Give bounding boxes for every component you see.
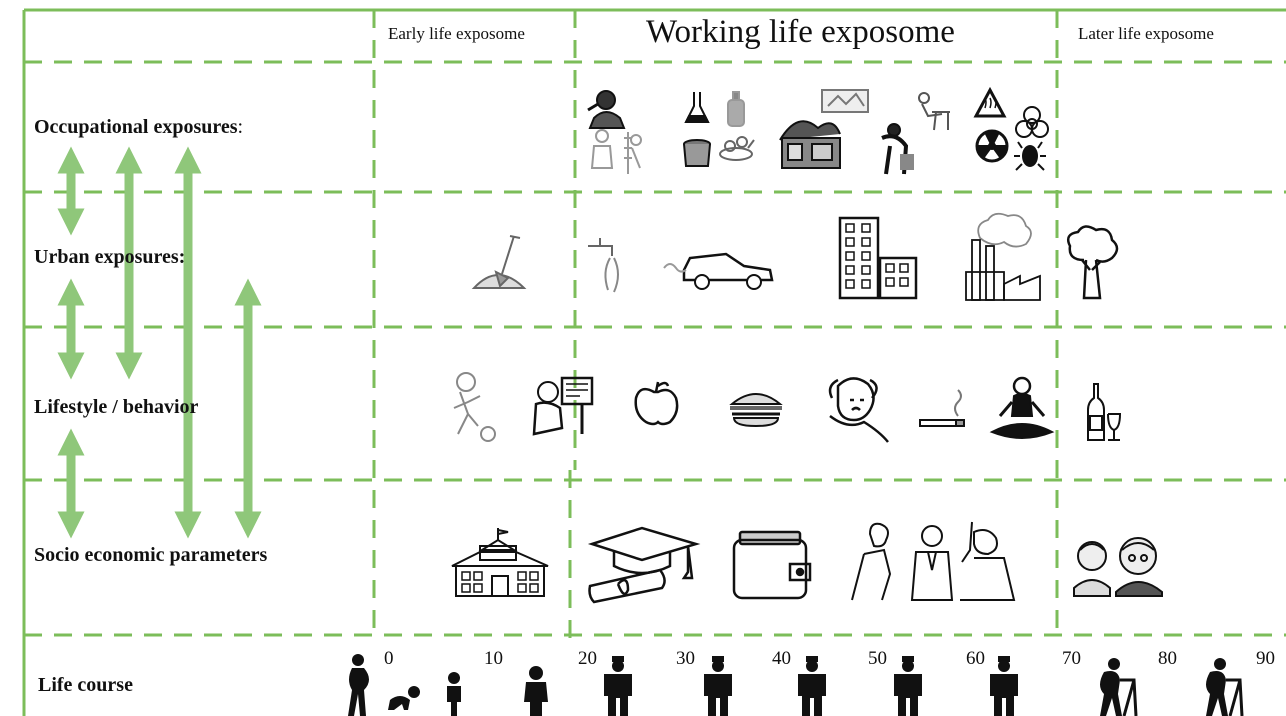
cigarette-icon: [919, 389, 965, 427]
biohazard-icon: [1015, 106, 1049, 138]
occupational-title: Occupational exposures: [34, 116, 238, 138]
early-life-heading: Early life exposome: [388, 24, 525, 43]
elderly-couple-icon: [1073, 537, 1163, 597]
relationship-arrows: [57, 146, 262, 539]
grid-border: [22, 8, 1286, 716]
toddler-figure: [447, 672, 461, 716]
grid-row-dividers: [24, 60, 1286, 637]
lifting-box-worker-icon: [881, 123, 914, 175]
row-label-lifestyle: Lifestyle / behavior: [34, 396, 199, 418]
grid-column-dividers: [372, 10, 1059, 640]
crawling-baby-figure: [388, 686, 420, 710]
age-label: 90: [1256, 648, 1275, 669]
age-label: 40: [772, 648, 791, 669]
age-label: 60: [966, 648, 985, 669]
radiation-icon: [975, 129, 1009, 163]
later-life-heading: Later life exposome: [1078, 24, 1214, 43]
child-figure: [524, 666, 548, 716]
age-label: 70: [1062, 648, 1081, 669]
social-group-icon: [851, 521, 1016, 601]
child-football-icon: [453, 372, 496, 442]
row-label-life-course: Life course: [38, 674, 133, 696]
apple-icon: [634, 381, 679, 426]
gaming-child-icon: [532, 376, 594, 436]
stressed-woman-icon: [828, 377, 889, 443]
row-label-occupational: Occupational exposures:: [34, 116, 243, 139]
paint-bucket-icon: [683, 139, 711, 167]
chemicals-icon: [719, 136, 755, 161]
apartment-building-icon: [838, 216, 918, 300]
age-label: 10: [484, 648, 503, 669]
insect-icon: [1014, 141, 1046, 171]
lab-flask-icon: [684, 92, 710, 123]
graduation-cap-icon: [587, 526, 701, 604]
gas-cylinder-icon: [727, 91, 745, 127]
row-label-socio: Socio economic parameters: [34, 544, 268, 566]
age-label: 80: [1158, 648, 1177, 669]
painter-icon: [590, 129, 642, 174]
age-label: 0: [384, 648, 394, 669]
adult-figure-60: [990, 656, 1018, 716]
occupational-colon: :: [237, 116, 244, 138]
meditation-icon: [989, 376, 1055, 439]
desk-worker-icon: [918, 92, 950, 131]
water-tap-icon: [588, 238, 619, 293]
age-label: 50: [868, 648, 887, 669]
elderly-walker-figure-70: [1100, 658, 1138, 716]
school-building-icon: [451, 528, 549, 597]
crash-scene-icon: [821, 89, 869, 113]
wine-bottle-icon: [1087, 383, 1122, 441]
pregnant-woman-figure: [348, 654, 369, 716]
age-label: 20: [578, 648, 597, 669]
elderly-walker-figure-80: [1206, 658, 1244, 716]
burger-icon: [729, 393, 783, 428]
adult-figure-40: [798, 656, 826, 716]
age-label: 30: [676, 648, 695, 669]
working-life-heading: Working life exposome: [646, 14, 955, 50]
row-label-urban: Urban exposures:: [34, 246, 186, 268]
adult-figure-50: [894, 656, 922, 716]
tree-icon: [1067, 225, 1119, 300]
worker-with-mask-icon: [587, 90, 626, 129]
cluttered-workshop-icon: [779, 120, 841, 169]
adult-figure-30: [704, 656, 732, 716]
factory-smoke-icon: [965, 212, 1041, 301]
car-exhaust-icon: [663, 252, 774, 290]
adult-figure-20: [604, 656, 632, 716]
sand-shovel-icon: [471, 235, 527, 289]
heat-hazard-icon: [973, 86, 1007, 118]
wallet-icon: [732, 530, 812, 600]
